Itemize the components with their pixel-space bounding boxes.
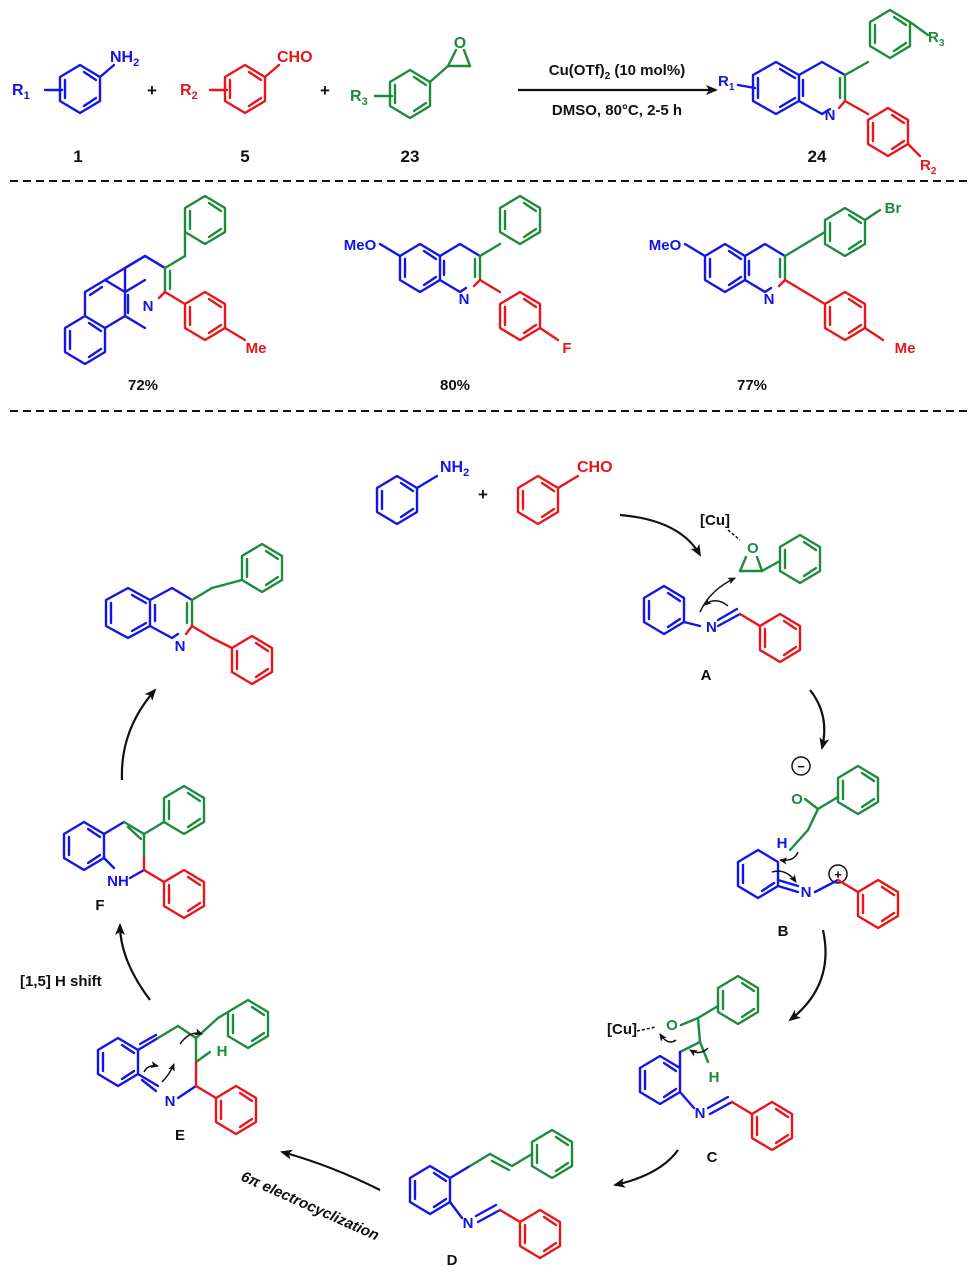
svg-text:NH2: NH2 (440, 459, 469, 479)
label-E: E (175, 1127, 185, 1144)
aldehyde-group: CHO (277, 49, 313, 66)
catalyst-condition: Cu(OTf)2 (10 mol%) (549, 62, 685, 82)
svg-text:R1: R1 (718, 73, 735, 93)
example-1-nitrogen: N (143, 298, 154, 315)
svg-text:NH2: NH2 (110, 49, 139, 69)
example-2-yield: 80% (440, 377, 470, 394)
C-oxygen: O (666, 1017, 678, 1034)
compound-23-label: 23 (401, 147, 420, 166)
arrow-C-to-D (613, 1149, 679, 1188)
r1-label: R (12, 82, 24, 99)
example-3-methyl: Me (895, 340, 916, 357)
compound-1-label: 1 (73, 147, 82, 166)
B-oxygen: O (791, 791, 803, 808)
plus-sign-1: + (147, 81, 157, 100)
label-B: B (778, 923, 789, 940)
B-hydrogen: H (777, 835, 788, 852)
mech-benzaldehyde: CHO (516, 459, 613, 526)
label-F: F (95, 897, 104, 914)
reactant-benzaldehyde: CHO R2 (180, 49, 313, 115)
intermediate-F: NH F (62, 784, 206, 920)
r2-label: R (180, 82, 192, 99)
arrow-B-to-C (788, 929, 827, 1022)
svg-text:R1: R1 (12, 82, 30, 102)
mech-product: N (104, 542, 284, 686)
E-hydrogen: H (217, 1043, 228, 1060)
example-1-methyl: Me (246, 340, 267, 357)
arrow-D-to-E (280, 1149, 381, 1191)
D-nitrogen: N (463, 1215, 474, 1232)
B-minus: − (797, 759, 805, 774)
example-3-yield: 77% (737, 377, 767, 394)
product-r3: R (928, 29, 939, 46)
mech-aldehyde-group: CHO (577, 459, 613, 476)
example-2-nitrogen: N (459, 291, 470, 308)
plus-sign-2: + (320, 81, 330, 100)
svg-text:R3: R3 (928, 29, 945, 49)
arrow-to-A (619, 513, 701, 557)
example-2-fluoro: F (562, 340, 571, 357)
reactant-epoxide: O R3 (350, 35, 472, 120)
arrow-F-to-product (120, 688, 157, 781)
example-2-methoxy: MeO (344, 237, 377, 254)
product-24: N R3 R2 R1 (718, 8, 945, 177)
A-oxygen: O (747, 540, 759, 557)
example-3-methoxy: MeO (649, 237, 682, 254)
mech-aniline-group: NH (440, 459, 463, 476)
product-r2: R (920, 157, 931, 174)
svg-text:R2: R2 (920, 157, 937, 177)
example-2: MeO N F 80% (344, 194, 572, 394)
svg-text:R3: R3 (350, 88, 368, 108)
mech-product-nitrogen: N (175, 638, 186, 655)
epoxide-oxygen: O (454, 35, 466, 52)
product-r1: R (718, 73, 729, 90)
B-plus: + (834, 867, 842, 882)
B-nitrogen: N (801, 884, 812, 901)
C-hydrogen: H (709, 1069, 720, 1086)
example-1: N Me 72% (63, 194, 267, 394)
intermediate-E: N H E (96, 998, 270, 1144)
label-A: A (701, 667, 712, 684)
example-3-nitrogen: N (764, 291, 775, 308)
example-3-bromo: Br (885, 200, 902, 217)
arrow-E-to-F (115, 923, 151, 1001)
intermediate-A: [Cu] O N A (642, 512, 822, 684)
intermediate-C: [Cu] O H N C (607, 974, 794, 1166)
A-copper: [Cu] (700, 512, 730, 529)
label-h-shift: [1,5] H shift (20, 973, 102, 990)
compound-5-label: 5 (240, 147, 249, 166)
intermediate-D: N D (408, 1128, 574, 1269)
example-1-yield: 72% (128, 377, 158, 394)
C-copper: [Cu] (607, 1021, 637, 1038)
label-D: D (447, 1252, 458, 1269)
product-nitrogen: N (825, 107, 836, 124)
svg-text:R2: R2 (180, 82, 198, 102)
compound-24-label: 24 (808, 147, 827, 166)
example-3: MeO N Br Me 77% (649, 200, 916, 394)
r3-label: R (350, 88, 362, 105)
general-reaction: NH2 R1 1 + CHO R2 5 + O R3 23 Cu(OTf)2 (… (12, 8, 945, 177)
aniline-group: NH (110, 49, 133, 66)
mech-plus: + (478, 485, 488, 504)
solvent-condition: DMSO, 80°C, 2-5 h (552, 102, 682, 119)
C-nitrogen: N (695, 1105, 706, 1122)
label-C: C (707, 1149, 718, 1166)
reactant-aniline: NH2 R1 (12, 49, 139, 115)
mech-aniline: NH2 (375, 459, 469, 526)
E-nitrogen: N (165, 1093, 176, 1110)
arrow-A-to-B (809, 689, 830, 750)
A-nitrogen: N (706, 619, 717, 636)
intermediate-B: − O H N + B (736, 756, 900, 940)
F-nh: NH (107, 873, 129, 890)
